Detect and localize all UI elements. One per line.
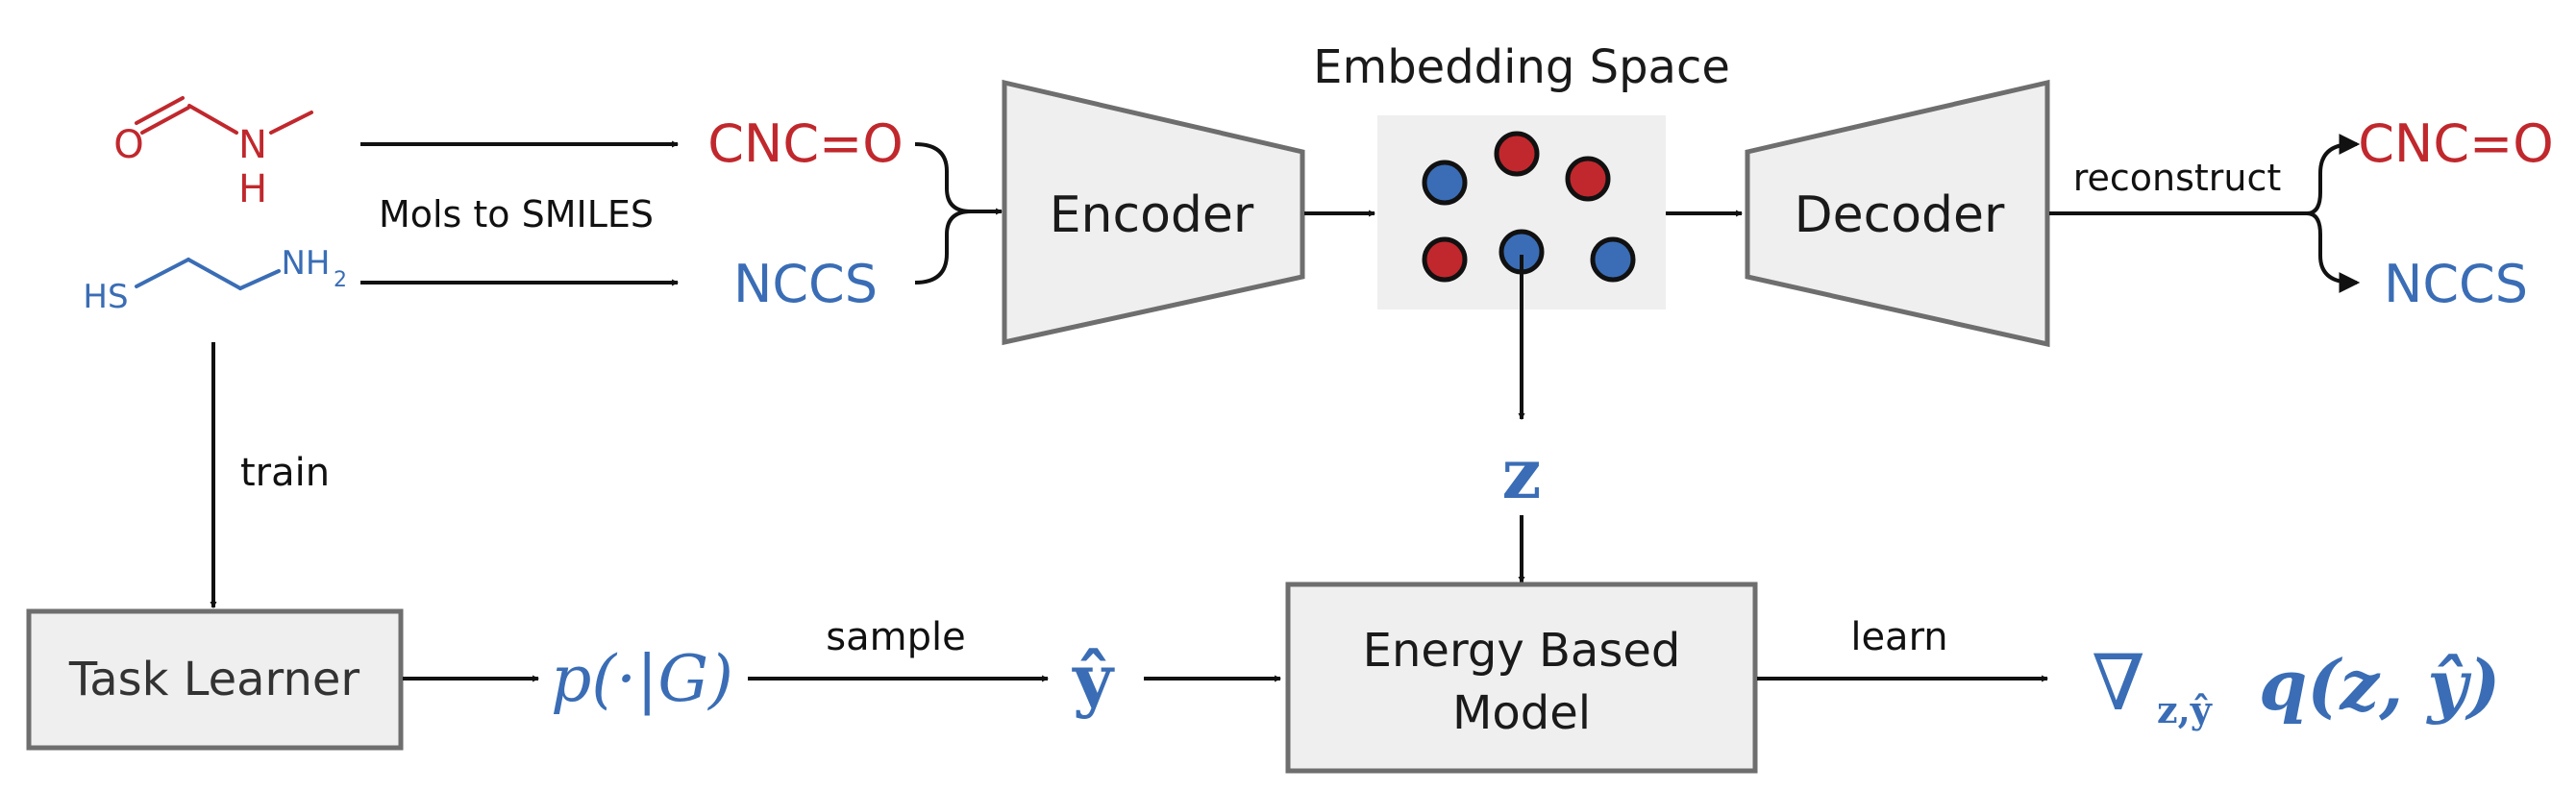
energy-based-model-box: Energy Based Model	[1285, 582, 1758, 774]
smiles-output-2: NCCS	[2384, 254, 2528, 314]
smiles-output-1: CNC=O	[2358, 113, 2554, 174]
embedding-point-red	[1565, 156, 1611, 202]
split-brace-right	[2306, 142, 2354, 285]
cysteamine-molecule: HS NH 2	[83, 244, 347, 316]
y-hat: ŷ	[1072, 638, 1115, 720]
atom-h: H	[238, 167, 267, 211]
embedding-point-red	[1494, 131, 1540, 177]
atom-subscript-2: 2	[334, 268, 347, 292]
ebm-label-line1: Energy Based	[1363, 624, 1681, 678]
formamide-molecule: O N H	[113, 96, 313, 211]
ebm-label-line2: Model	[1452, 686, 1591, 740]
gradient-expression: ∇ z,ŷ q(z, ŷ)	[2092, 638, 2500, 731]
p-distribution: p(·|G)	[551, 642, 733, 716]
task-learner-label: Task Learner	[68, 653, 360, 706]
atom-hs: HS	[83, 278, 128, 316]
gradient-body: q(z, ŷ)	[2259, 644, 2500, 726]
mols-to-smiles-label: Mols to SMILES	[379, 193, 654, 235]
atom-nh: NH	[282, 244, 331, 283]
atom-o: O	[113, 123, 143, 167]
task-learner-box: Task Learner	[26, 608, 404, 751]
encoder-box: Encoder	[1002, 79, 1305, 346]
embedding-space-title: Embedding Space	[1313, 40, 1730, 94]
train-label: train	[240, 451, 330, 495]
decoder-label: Decoder	[1795, 186, 2005, 244]
embedding-point-blue	[1590, 236, 1636, 283]
gradient-subscript: z,ŷ	[2157, 688, 2213, 731]
embedding-point-blue	[1422, 160, 1468, 206]
latent-z: z	[1502, 433, 1542, 514]
embedding-point-red	[1422, 236, 1468, 283]
encoder-label: Encoder	[1050, 186, 1254, 244]
smiles-input-2: NCCS	[733, 254, 878, 314]
nabla-symbol: ∇	[2092, 638, 2145, 728]
learn-label: learn	[1850, 615, 1947, 659]
reconstruct-label: reconstruct	[2073, 157, 2282, 199]
smiles-input-1: CNC=O	[707, 113, 904, 174]
sample-label: sample	[826, 615, 965, 659]
atom-n: N	[238, 123, 267, 167]
decoder-box: Decoder	[1745, 79, 2050, 348]
merge-brace-left	[914, 142, 972, 285]
